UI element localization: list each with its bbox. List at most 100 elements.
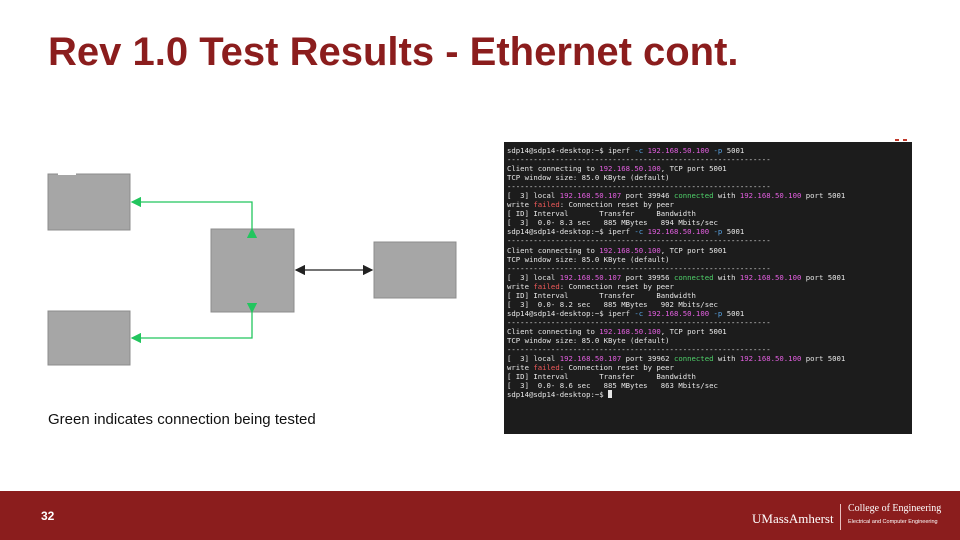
terminal-line: TCP window size: 85.0 KByte (default) bbox=[507, 173, 845, 182]
terminal-text: -c bbox=[634, 227, 644, 237]
device-box-top-left bbox=[47, 173, 131, 231]
footer-bar: 32 UMassAmherst College of Engineering E… bbox=[0, 491, 960, 540]
window-control-dot bbox=[903, 139, 907, 141]
terminal-text: 192.168.50.100 bbox=[739, 191, 802, 201]
terminal-text: Client connecting to bbox=[507, 164, 600, 174]
terminal-line: sdp14@sdp14-desktop:~$ iperf -c 192.168.… bbox=[507, 309, 845, 318]
terminal-text: ----------------------------------------… bbox=[507, 345, 771, 355]
terminal-text: ----------------------------------------… bbox=[507, 155, 771, 165]
terminal-text: [ 3] local bbox=[507, 191, 560, 201]
terminal-text: port 39962 bbox=[621, 354, 674, 364]
umass-wordmark: UMassAmherst bbox=[752, 511, 834, 526]
terminal-line: Client connecting to 192.168.50.100, TCP… bbox=[507, 327, 845, 336]
caption: Green indicates connection being tested bbox=[48, 411, 316, 428]
college-name: College of Engineering bbox=[848, 503, 942, 514]
terminal-text: 192.168.50.100 bbox=[647, 146, 710, 155]
terminal-text: failed bbox=[533, 200, 560, 210]
terminal-line: sdp14@sdp14-desktop:~$ iperf -c 192.168.… bbox=[507, 227, 845, 236]
terminal-text: write bbox=[507, 281, 534, 291]
terminal-text: 192.168.50.100 bbox=[599, 164, 661, 174]
terminal-text: 192.168.50.100 bbox=[647, 308, 710, 318]
terminal-text: -c bbox=[634, 308, 644, 318]
terminal-text: ----------------------------------------… bbox=[507, 263, 771, 273]
terminal-line: [ 3] local 192.168.50.107 port 39956 con… bbox=[507, 273, 845, 282]
box-label-fragment bbox=[58, 172, 76, 175]
tested-link-bottom bbox=[130, 302, 258, 344]
logo-divider bbox=[840, 504, 841, 530]
device-box-right bbox=[373, 241, 457, 299]
window-control-dot bbox=[895, 139, 899, 141]
terminal-text: port 39946 bbox=[621, 191, 674, 201]
network-diagram bbox=[47, 172, 457, 366]
terminal-text: connected bbox=[673, 191, 714, 201]
department-name: Electrical and Computer Engineering bbox=[848, 519, 938, 525]
terminal-line: Client connecting to 192.168.50.100, TCP… bbox=[507, 164, 845, 173]
terminal-text: TCP window size: 85.0 KByte (default) bbox=[507, 254, 670, 264]
terminal-text: : Connection reset by peer bbox=[559, 281, 674, 291]
terminal-text: with bbox=[713, 272, 740, 282]
terminal-text: 5001 bbox=[722, 227, 745, 237]
terminal-line: ----------------------------------------… bbox=[507, 345, 845, 354]
slide-title: Rev 1.0 Test Results - Ethernet cont. bbox=[48, 30, 739, 74]
terminal-text: -p bbox=[713, 146, 723, 155]
terminal-line: ----------------------------------------… bbox=[507, 318, 845, 327]
terminal-text: [ 3] local bbox=[507, 272, 560, 282]
terminal-line: ----------------------------------------… bbox=[507, 155, 845, 164]
terminal-text: : Connection reset by peer bbox=[559, 363, 674, 373]
terminal-line: [ ID] Interval Transfer Bandwidth bbox=[507, 209, 845, 218]
terminal-line: ----------------------------------------… bbox=[507, 264, 845, 273]
terminal-line: ----------------------------------------… bbox=[507, 182, 845, 191]
terminal-text: with bbox=[713, 354, 740, 364]
terminal-text: sdp14@sdp14-desktop:~$ iperf bbox=[507, 227, 635, 237]
terminal-text: [ 3] 0.0- 8.6 sec 885 MBytes 863 Mbits/s… bbox=[507, 381, 718, 391]
terminal-text: failed bbox=[533, 363, 560, 373]
terminal-screenshot: sdp14@sdp14-desktop:~$ iperf -c 192.168.… bbox=[504, 142, 912, 434]
terminal-text: 192.168.50.100 bbox=[599, 245, 661, 255]
terminal-line: [ 3] 0.0- 8.3 sec 885 MBytes 894 Mbits/s… bbox=[507, 218, 845, 227]
terminal-text: failed bbox=[533, 281, 560, 291]
terminal-text: -c bbox=[634, 146, 644, 155]
terminal-text: ----------------------------------------… bbox=[507, 236, 771, 246]
terminal-text: Client connecting to bbox=[507, 326, 600, 336]
terminal-line: TCP window size: 85.0 KByte (default) bbox=[507, 336, 845, 345]
terminal-text: 5001 bbox=[722, 308, 745, 318]
terminal-text: with bbox=[713, 191, 740, 201]
terminal-line: sdp14@sdp14-desktop:~$ bbox=[507, 390, 845, 399]
terminal-line: Client connecting to 192.168.50.100, TCP… bbox=[507, 246, 845, 255]
terminal-text: connected bbox=[673, 354, 714, 364]
terminal-text: , TCP port 5001 bbox=[660, 245, 727, 255]
terminal-text: -p bbox=[713, 308, 723, 318]
terminal-text: ----------------------------------------… bbox=[507, 317, 771, 327]
terminal-text: sdp14@sdp14-desktop:~$ iperf bbox=[507, 146, 635, 155]
terminal-text: Client connecting to bbox=[507, 245, 600, 255]
terminal-text: [ ID] Interval Transfer Bandwidth bbox=[507, 290, 696, 300]
terminal-text: [ ID] Interval Transfer Bandwidth bbox=[507, 209, 696, 219]
terminal-text: 192.168.50.100 bbox=[739, 354, 802, 364]
terminal-output: sdp14@sdp14-desktop:~$ iperf -c 192.168.… bbox=[507, 146, 845, 399]
page-number: 32 bbox=[41, 509, 55, 523]
terminal-text: 192.168.50.100 bbox=[647, 227, 710, 237]
terminal-text: 5001 bbox=[722, 146, 745, 155]
device-box-center bbox=[210, 228, 295, 313]
terminal-text: [ ID] Interval Transfer Bandwidth bbox=[507, 372, 696, 382]
terminal-text: 192.168.50.107 bbox=[559, 354, 622, 364]
terminal-line: TCP window size: 85.0 KByte (default) bbox=[507, 255, 845, 264]
tested-link-top bbox=[130, 196, 258, 239]
terminal-text: , TCP port 5001 bbox=[660, 164, 727, 174]
terminal-line: write failed: Connection reset by peer bbox=[507, 363, 845, 372]
terminal-text: [ 3] 0.0- 8.2 sec 885 MBytes 902 Mbits/s… bbox=[507, 299, 718, 309]
terminal-line: sdp14@sdp14-desktop:~$ iperf -c 192.168.… bbox=[507, 146, 845, 155]
terminal-text: , TCP port 5001 bbox=[660, 326, 727, 336]
terminal-text: : Connection reset by peer bbox=[559, 200, 674, 210]
terminal-cursor bbox=[608, 390, 613, 399]
terminal-line: [ 3] 0.0- 8.6 sec 885 MBytes 863 Mbits/s… bbox=[507, 381, 845, 390]
terminal-line: write failed: Connection reset by peer bbox=[507, 282, 845, 291]
terminal-text: 192.168.50.107 bbox=[559, 191, 622, 201]
terminal-text: TCP window size: 85.0 KByte (default) bbox=[507, 173, 670, 183]
terminal-text: TCP window size: 85.0 KByte (default) bbox=[507, 335, 670, 345]
terminal-text: write bbox=[507, 363, 534, 373]
terminal-line: write failed: Connection reset by peer bbox=[507, 200, 845, 209]
terminal-text: -p bbox=[713, 227, 723, 237]
terminal-line: [ ID] Interval Transfer Bandwidth bbox=[507, 372, 845, 381]
terminal-text: [ 3] local bbox=[507, 354, 560, 364]
